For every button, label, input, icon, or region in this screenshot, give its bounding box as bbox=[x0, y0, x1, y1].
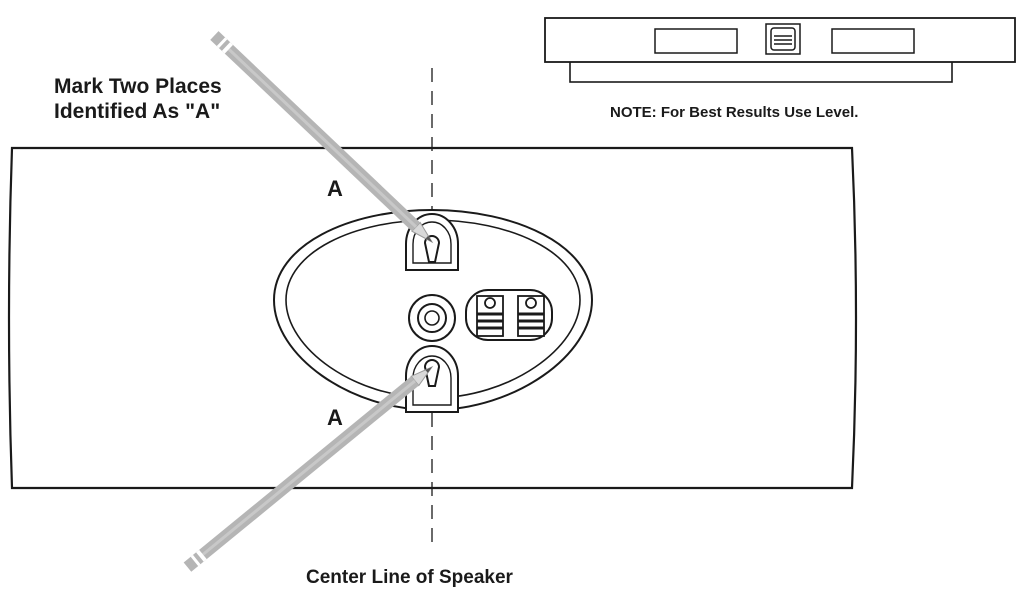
terminal-right bbox=[517, 295, 545, 337]
level-window-right bbox=[831, 28, 915, 54]
bubble-vial-icon bbox=[765, 23, 801, 55]
mark-label-bottom: A bbox=[327, 405, 343, 430]
wire-terminals bbox=[465, 289, 553, 341]
binding-post bbox=[408, 294, 456, 342]
center-line-caption: Center Line of Speaker bbox=[306, 567, 513, 588]
level-window-left bbox=[654, 28, 738, 54]
pencil-icon-top bbox=[210, 31, 434, 244]
instruction-line-2: Identified As "A" bbox=[54, 100, 221, 123]
keyhole-icon-bottom bbox=[405, 345, 459, 413]
level-note: NOTE: For Best Results Use Level. bbox=[610, 104, 859, 121]
terminal-left bbox=[476, 295, 504, 337]
pencil-icon-bottom bbox=[183, 365, 434, 572]
level-base bbox=[569, 59, 953, 83]
level-tool bbox=[544, 17, 1016, 83]
mark-label-top: A bbox=[327, 176, 343, 201]
instruction-line-1: Mark Two Places bbox=[54, 75, 222, 98]
